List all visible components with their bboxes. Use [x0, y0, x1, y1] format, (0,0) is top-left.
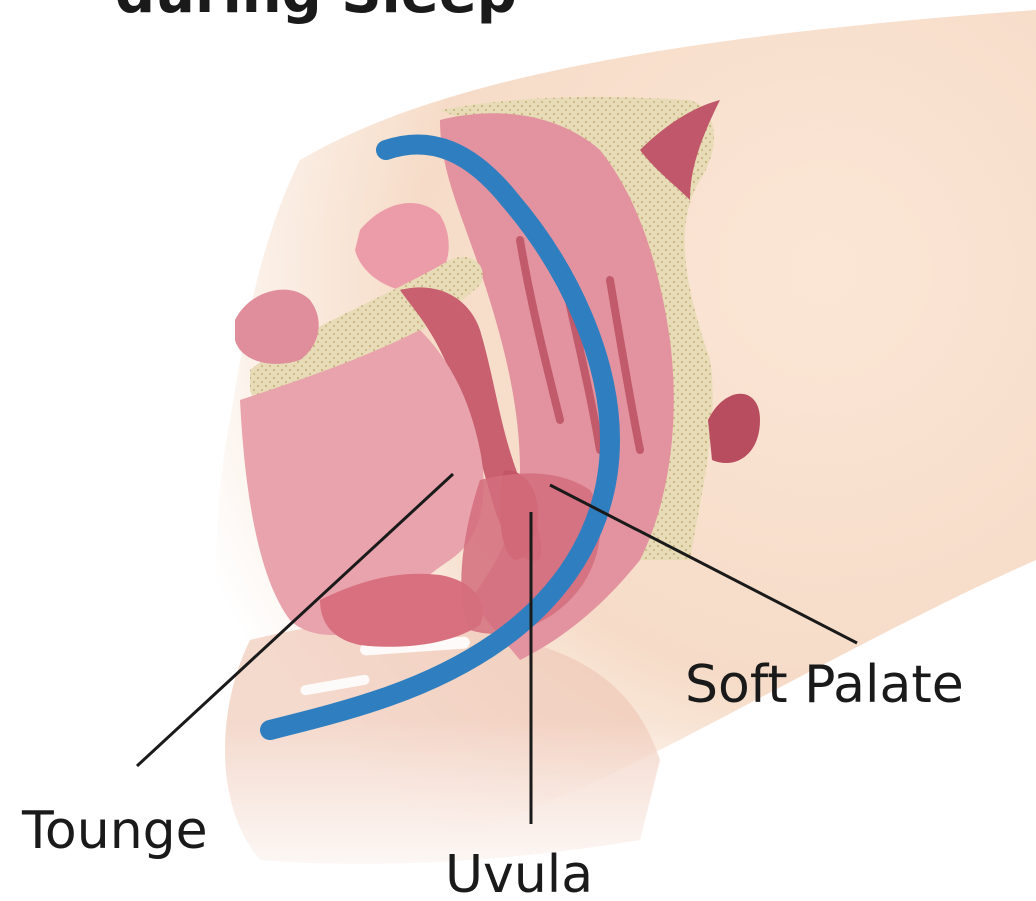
diagram-title: during Sleep	[115, 0, 517, 26]
soft-palate-label: Soft Palate	[685, 655, 964, 715]
uvula-label: Uvula	[445, 845, 593, 901]
lips-chin	[235, 290, 319, 364]
tongue-label: Tounge	[21, 801, 208, 861]
